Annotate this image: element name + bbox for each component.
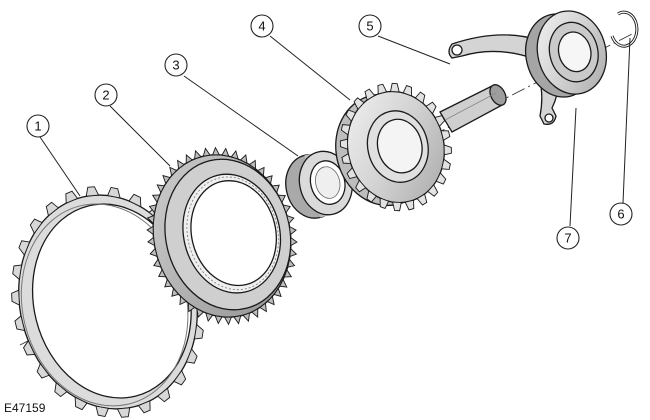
leader-line-2: [109, 105, 171, 167]
leader-line-5: [377, 35, 451, 65]
part-7-ball-bearing: [525, 10, 607, 98]
part-1-synchronizer-ring: [11, 186, 205, 418]
leader-line-6: [622, 37, 631, 204]
callout-3: 3: [164, 53, 188, 77]
callout-5: 5: [358, 14, 382, 38]
leader-line-1: [39, 136, 81, 197]
figure-id-label: E47159: [4, 401, 46, 415]
hub-teeth: [146, 146, 298, 326]
callout-3-number: 3: [172, 58, 179, 73]
callout-6-number: 6: [617, 207, 624, 222]
callout-2: 2: [94, 83, 118, 107]
part-2-synchronizer-hub: [146, 146, 298, 326]
leader-line-4: [269, 35, 351, 101]
part-4-gear: [335, 82, 452, 212]
part-6-snap-ring: [610, 10, 639, 48]
callout-7-number: 7: [564, 231, 571, 246]
callout-2-number: 2: [102, 88, 109, 103]
gear-teeth: [339, 82, 452, 212]
callout-7: 7: [556, 226, 580, 250]
callout-1: 1: [26, 114, 50, 138]
callout-4: 4: [250, 14, 274, 38]
callout-1-number: 1: [34, 119, 41, 134]
callout-6: 6: [609, 202, 633, 226]
callout-4-number: 4: [258, 19, 265, 34]
callout-5-number: 5: [366, 19, 373, 34]
leader-line-3: [183, 75, 299, 157]
output-shaft: [439, 84, 507, 133]
leader-line-7: [569, 107, 577, 227]
